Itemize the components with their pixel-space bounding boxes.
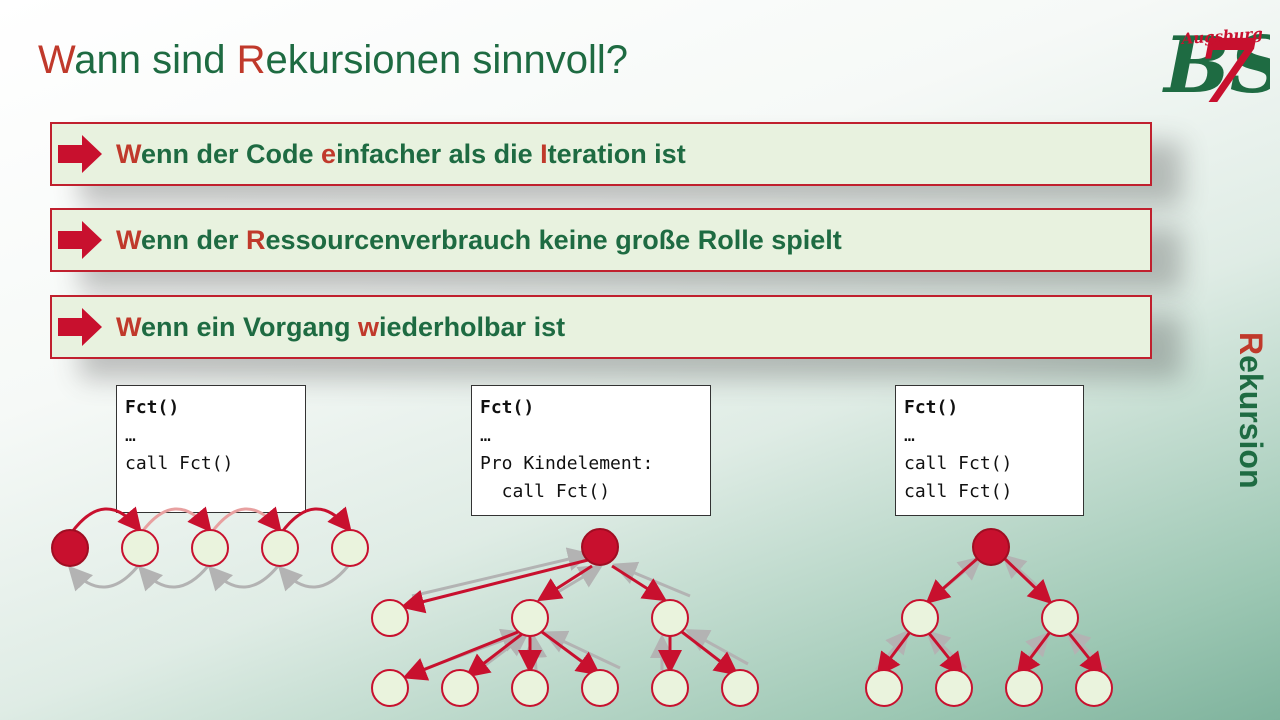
node [121, 529, 159, 567]
node [935, 669, 973, 707]
red-arrow-icon [58, 221, 102, 259]
condition-box-3: Wenn ein Vorgang wiederholbar ist [50, 295, 1152, 359]
node [511, 669, 549, 707]
condition-box-1: Wenn der Code einfacher als die Iteratio… [50, 122, 1152, 186]
page-title: Wann sind Rekursionen sinnvoll? [38, 38, 628, 82]
code-box-tree: Fct() … Pro Kindelement: call Fct() [471, 385, 711, 516]
node [901, 599, 939, 637]
node [331, 529, 369, 567]
node-root [581, 528, 619, 566]
node [581, 669, 619, 707]
node [651, 669, 689, 707]
condition-box-2: Wenn der Ressourcenverbrauch keine große… [50, 208, 1152, 272]
tree-recursion-diagram [371, 528, 759, 707]
binary-tree-recursion-diagram [865, 528, 1113, 707]
node-root [972, 528, 1010, 566]
node [865, 669, 903, 707]
svg-text:7: 7 [1196, 19, 1257, 112]
node [511, 599, 549, 637]
node [441, 669, 479, 707]
svg-text:Augsburg: Augsburg [1179, 24, 1263, 48]
school-logo: BS 7 Augsburg [1162, 12, 1280, 123]
red-arrow-icon [58, 135, 102, 173]
node [371, 669, 409, 707]
code-box-binary-tree: Fct() … call Fct() call Fct() [895, 385, 1084, 516]
node [1075, 669, 1113, 707]
side-label: Rekursion [1233, 332, 1269, 489]
node [371, 599, 409, 637]
node [1005, 669, 1043, 707]
node [651, 599, 689, 637]
node-root [51, 529, 89, 567]
node [1041, 599, 1079, 637]
node [261, 529, 299, 567]
red-arrow-icon [58, 308, 102, 346]
code-box-linear: Fct() … call Fct() [116, 385, 306, 513]
linear-recursion-diagram [51, 506, 369, 592]
svg-text:BS: BS [1162, 20, 1270, 111]
node [191, 529, 229, 567]
node [721, 669, 759, 707]
